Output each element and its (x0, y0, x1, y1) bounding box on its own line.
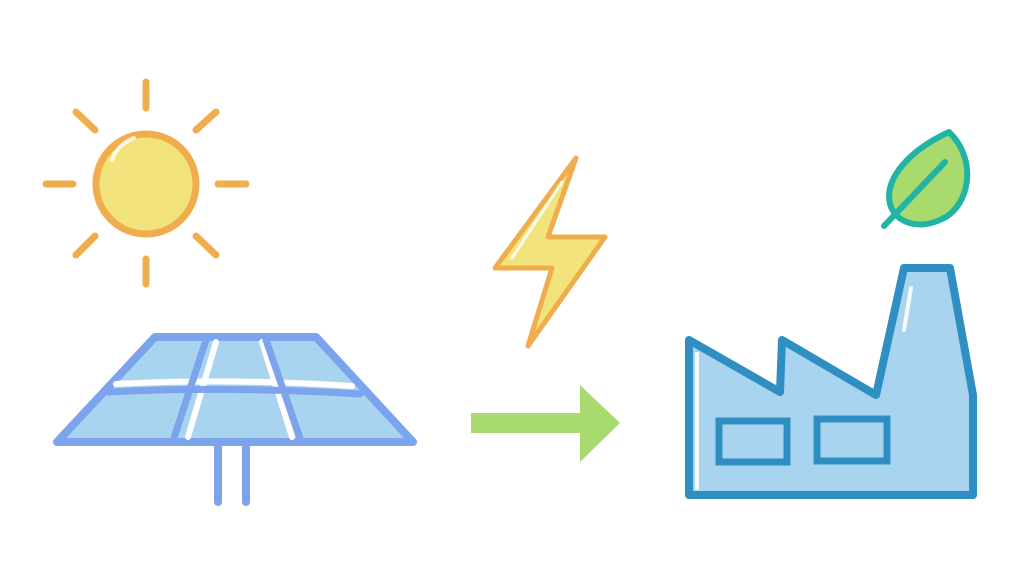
factory-icon (685, 264, 977, 499)
arrow-right-icon (471, 385, 620, 462)
leaf-icon (881, 129, 971, 229)
sun-icon (42, 78, 250, 288)
factory-window (813, 415, 891, 465)
lightning-bolt-icon (492, 155, 608, 349)
solar-panel-icon (53, 333, 417, 506)
factory-window (715, 417, 791, 466)
